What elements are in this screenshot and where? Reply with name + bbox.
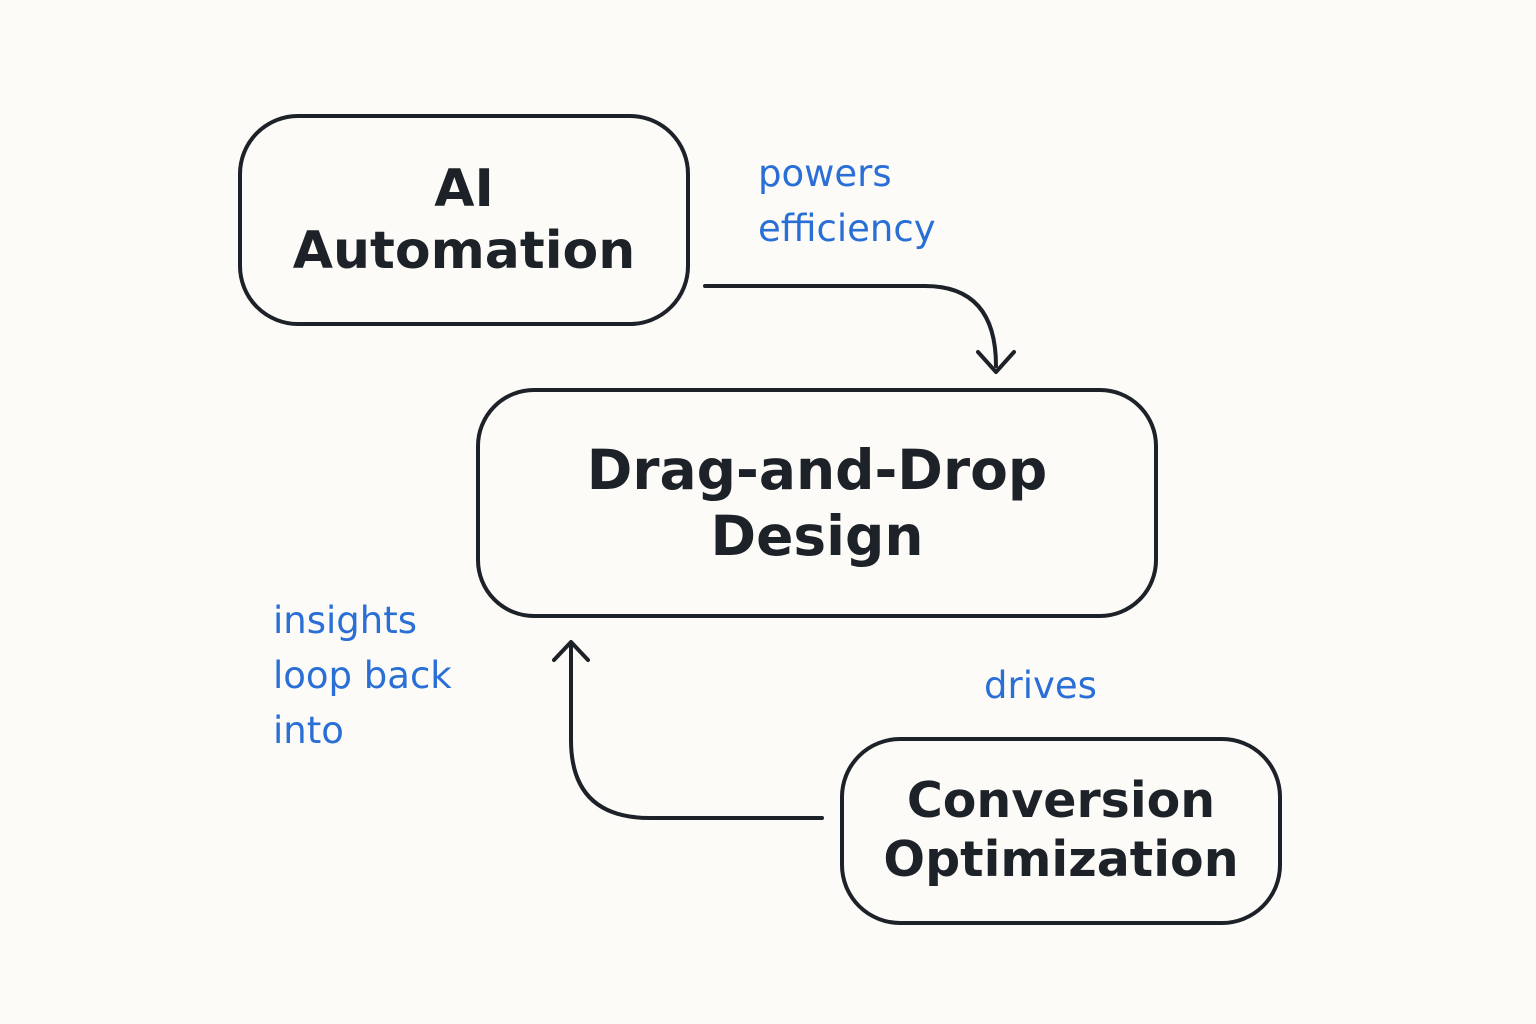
edge-label-insights-line-3: into <box>273 709 344 752</box>
edge-label-powers-line-2: efficiency <box>758 207 936 250</box>
edge-label-insights-line-1: insights <box>273 599 418 642</box>
node-ai-automation-line-1: AI <box>434 158 494 219</box>
arrow-ai-to-dnd <box>703 284 998 368</box>
edge-label-insights-loop-back: insights loop back into <box>273 593 452 758</box>
edge-label-insights-line-2: loop back <box>273 654 452 697</box>
node-ai-automation-line-2: Automation <box>292 221 636 281</box>
arrowhead-conv-to-dnd <box>552 640 590 662</box>
edge-label-powers-efficiency: powers efficiency <box>758 146 936 256</box>
node-drag-and-drop-line-2: Design <box>710 504 924 568</box>
node-conversion-line-2: Optimization <box>883 831 1239 888</box>
node-drag-and-drop-line-1: Drag-and-Drop <box>586 438 1048 502</box>
edge-label-drives: drives <box>984 658 1097 713</box>
arrowhead-ai-to-dnd <box>976 350 1016 374</box>
node-conversion-line-1: Conversion <box>906 772 1216 830</box>
node-ai-automation[interactable]: AI Automation <box>238 114 690 326</box>
edge-label-powers-line-1: powers <box>758 152 892 195</box>
node-conversion-optimization[interactable]: Conversion Optimization <box>840 737 1282 925</box>
node-drag-and-drop-design[interactable]: Drag-and-Drop Design <box>476 388 1158 618</box>
arrow-conv-to-dnd <box>569 644 824 820</box>
edge-label-drives-line-1: drives <box>984 664 1097 707</box>
